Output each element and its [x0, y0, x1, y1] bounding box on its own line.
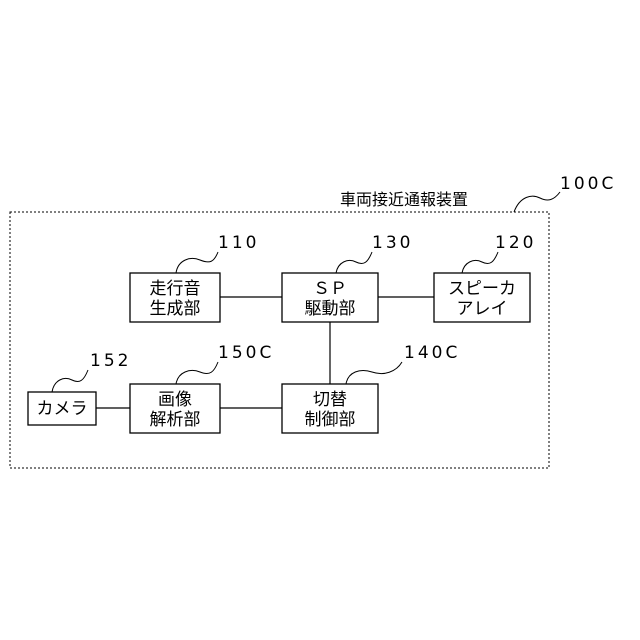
speaker-array-leader — [462, 252, 498, 273]
sp-drive-leader — [336, 252, 372, 273]
sound-generation-line2: 生成部 — [150, 299, 201, 319]
sound-generation-block: 走行音 生成部 — [130, 273, 220, 322]
sp-drive-ref: 130 — [372, 233, 413, 253]
switching-control-ref: 140C — [404, 343, 460, 363]
device-ref-label: 100C — [560, 174, 616, 194]
image-analysis-block: 画像 解析部 — [130, 384, 220, 433]
camera-ref: 152 — [90, 351, 131, 371]
switching-control-leader — [346, 362, 402, 384]
switching-control-block: 切替 制御部 — [282, 384, 378, 433]
sp-drive-line2: 駆動部 — [305, 299, 356, 319]
camera-leader — [52, 370, 88, 392]
sound-generation-ref: 110 — [218, 233, 259, 253]
device-title: 車両接近通報装置 — [340, 190, 468, 209]
device-ref-leader — [514, 192, 560, 212]
image-analysis-line1: 画像 — [158, 390, 192, 410]
speaker-array-block: スピーカ アレイ — [434, 273, 530, 322]
sound-generation-leader — [176, 252, 218, 273]
speaker-array-line1: スピーカ — [448, 279, 516, 299]
sp-drive-block: ＳＰ 駆動部 — [282, 273, 378, 322]
image-analysis-leader — [176, 362, 218, 384]
switching-control-line1: 切替 — [313, 390, 347, 410]
speaker-array-line2: アレイ — [457, 299, 508, 319]
image-analysis-line2: 解析部 — [150, 410, 201, 430]
sound-generation-line1: 走行音 — [150, 279, 201, 299]
image-analysis-ref: 150C — [218, 343, 274, 363]
device-outline — [10, 212, 549, 468]
camera-block: カメラ — [28, 392, 96, 425]
camera-label: カメラ — [37, 399, 88, 419]
speaker-array-ref: 120 — [495, 233, 536, 253]
sp-drive-line1: ＳＰ — [313, 279, 347, 299]
switching-control-line2: 制御部 — [305, 410, 356, 430]
